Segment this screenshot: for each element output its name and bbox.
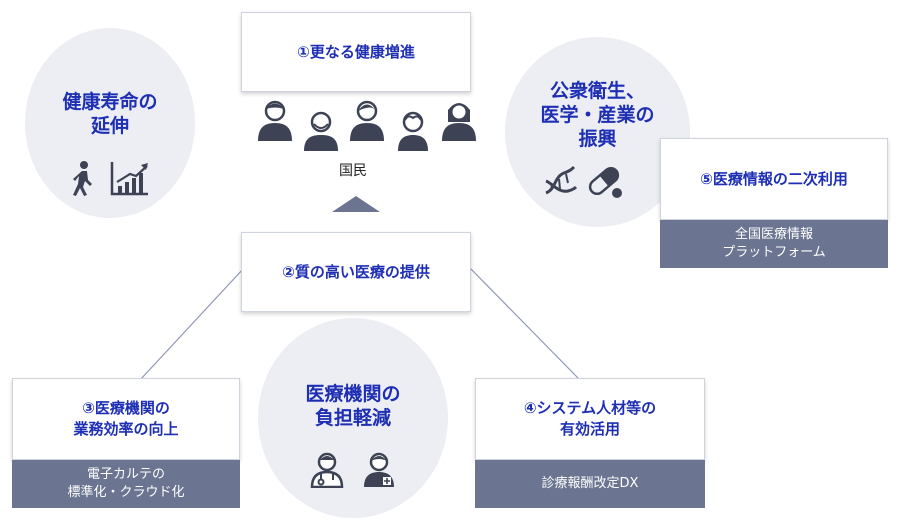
band-national-platform: 全国医療情報 プラットフォーム bbox=[660, 220, 888, 268]
circle-burden: 医療機関の 負担軽減 bbox=[258, 318, 448, 518]
people-icons bbox=[256, 100, 478, 152]
rising-bar-chart-icon bbox=[110, 162, 148, 196]
node-personnel: ④システム人材等の 有効活用 bbox=[475, 378, 705, 460]
elder-person-icon bbox=[304, 111, 338, 151]
person-icon bbox=[258, 100, 292, 141]
walking-person-icon bbox=[73, 161, 92, 196]
node-secondary-use: ⑤医療情報の二次利用 bbox=[660, 138, 888, 220]
circle-burden-title: 医療機関の 負担軽減 bbox=[305, 383, 401, 429]
connector-line-right bbox=[469, 267, 579, 379]
up-arrow-icon bbox=[332, 196, 380, 212]
circle-public-health-title: 公衆衛生、 医学・産業の 振興 bbox=[540, 80, 655, 150]
connector-line-left bbox=[139, 267, 245, 381]
doctor-icon bbox=[310, 452, 344, 488]
node-efficiency: ③医療機関の 業務効率の向上 bbox=[12, 378, 240, 460]
child-icon bbox=[398, 111, 428, 151]
circle-public-health: 公衆衛生、 医学・産業の 振興 bbox=[505, 37, 690, 227]
people-label: 国民 bbox=[339, 163, 367, 179]
circle-longevity: 健康寿命の 延伸 bbox=[25, 28, 195, 218]
band-emr-standardization: 電子カルテの 標準化・クラウド化 bbox=[12, 460, 240, 508]
node-health-promotion: ①更なる健康増進 bbox=[241, 12, 471, 92]
circle-longevity-title: 健康寿命の 延伸 bbox=[62, 91, 158, 137]
nurse-icon bbox=[364, 452, 394, 487]
woman-icon bbox=[350, 100, 384, 141]
long-hair-woman-icon bbox=[442, 103, 476, 141]
node-quality-care: ②質の高い医療の提供 bbox=[241, 232, 471, 312]
band-fee-revision-dx: 診療報酬改定DX bbox=[475, 460, 705, 508]
dna-icon bbox=[544, 165, 577, 195]
capsule-icon bbox=[588, 166, 622, 198]
